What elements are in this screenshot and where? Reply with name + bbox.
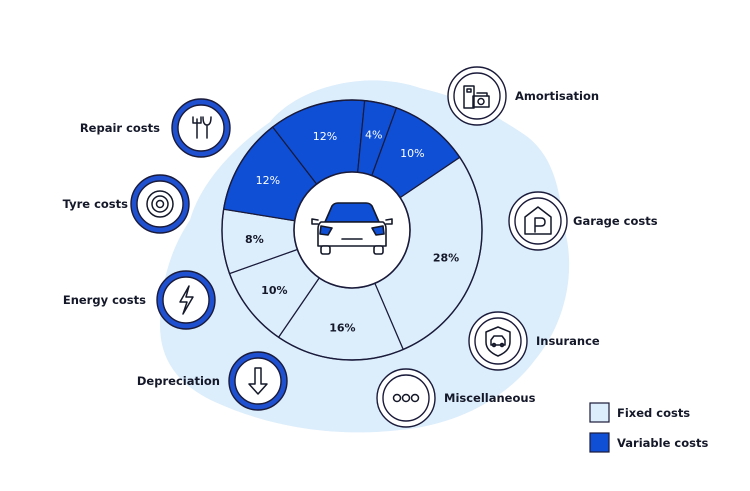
legend-swatch-variable-costs — [589, 432, 610, 453]
category-label-amortisation: Amortisation — [515, 89, 599, 103]
category-label-garage-costs: Garage costs — [573, 214, 658, 228]
category-label-repair-costs: Repair costs — [80, 121, 160, 135]
parking-garage-icon — [524, 206, 552, 235]
icon-badge-insurance — [468, 311, 528, 371]
slice-label-tyre-costs: 4% — [365, 128, 382, 141]
icon-badge-energy-costs — [156, 270, 216, 330]
donut-outline — [221, 99, 483, 361]
slice-label-repair-costs: 10% — [400, 147, 424, 160]
car-shield-icon — [485, 326, 511, 357]
icon-badge-tyre-costs — [130, 174, 190, 234]
legend-label-variable-costs: Variable costs — [617, 436, 708, 450]
legend-label-fixed-costs: Fixed costs — [617, 406, 690, 420]
icon-badge-miscellaneous — [376, 368, 436, 428]
slice-label-miscellaneous: 8% — [245, 233, 264, 246]
slice-label-garage-costs: 16% — [329, 322, 355, 335]
arrow-down-icon — [248, 367, 268, 395]
car-front-icon — [311, 202, 393, 255]
calculator-money-icon — [463, 85, 490, 109]
icon-badge-amortisation — [447, 66, 507, 126]
category-label-miscellaneous: Miscellaneous — [444, 391, 536, 405]
legend-swatch-fixed-costs — [589, 402, 610, 423]
slice-label-depreciation: 12% — [256, 174, 280, 187]
icon-badge-repair-costs — [171, 98, 231, 158]
category-label-insurance: Insurance — [536, 334, 600, 348]
slice-label-insurance: 10% — [261, 284, 287, 297]
ellipsis-icon — [392, 393, 420, 403]
category-label-tyre-costs: Tyre costs — [63, 197, 129, 211]
category-label-depreciation: Depreciation — [137, 374, 220, 388]
tools-icon — [192, 116, 212, 139]
icon-badge-depreciation — [228, 351, 288, 411]
slice-label-amortisation: 28% — [433, 252, 459, 265]
lightning-icon — [179, 285, 194, 315]
icon-badge-garage-costs — [508, 191, 568, 251]
slice-label-energy-costs: 12% — [313, 130, 337, 143]
category-label-energy-costs: Energy costs — [63, 293, 146, 307]
tyre-icon — [146, 190, 174, 218]
